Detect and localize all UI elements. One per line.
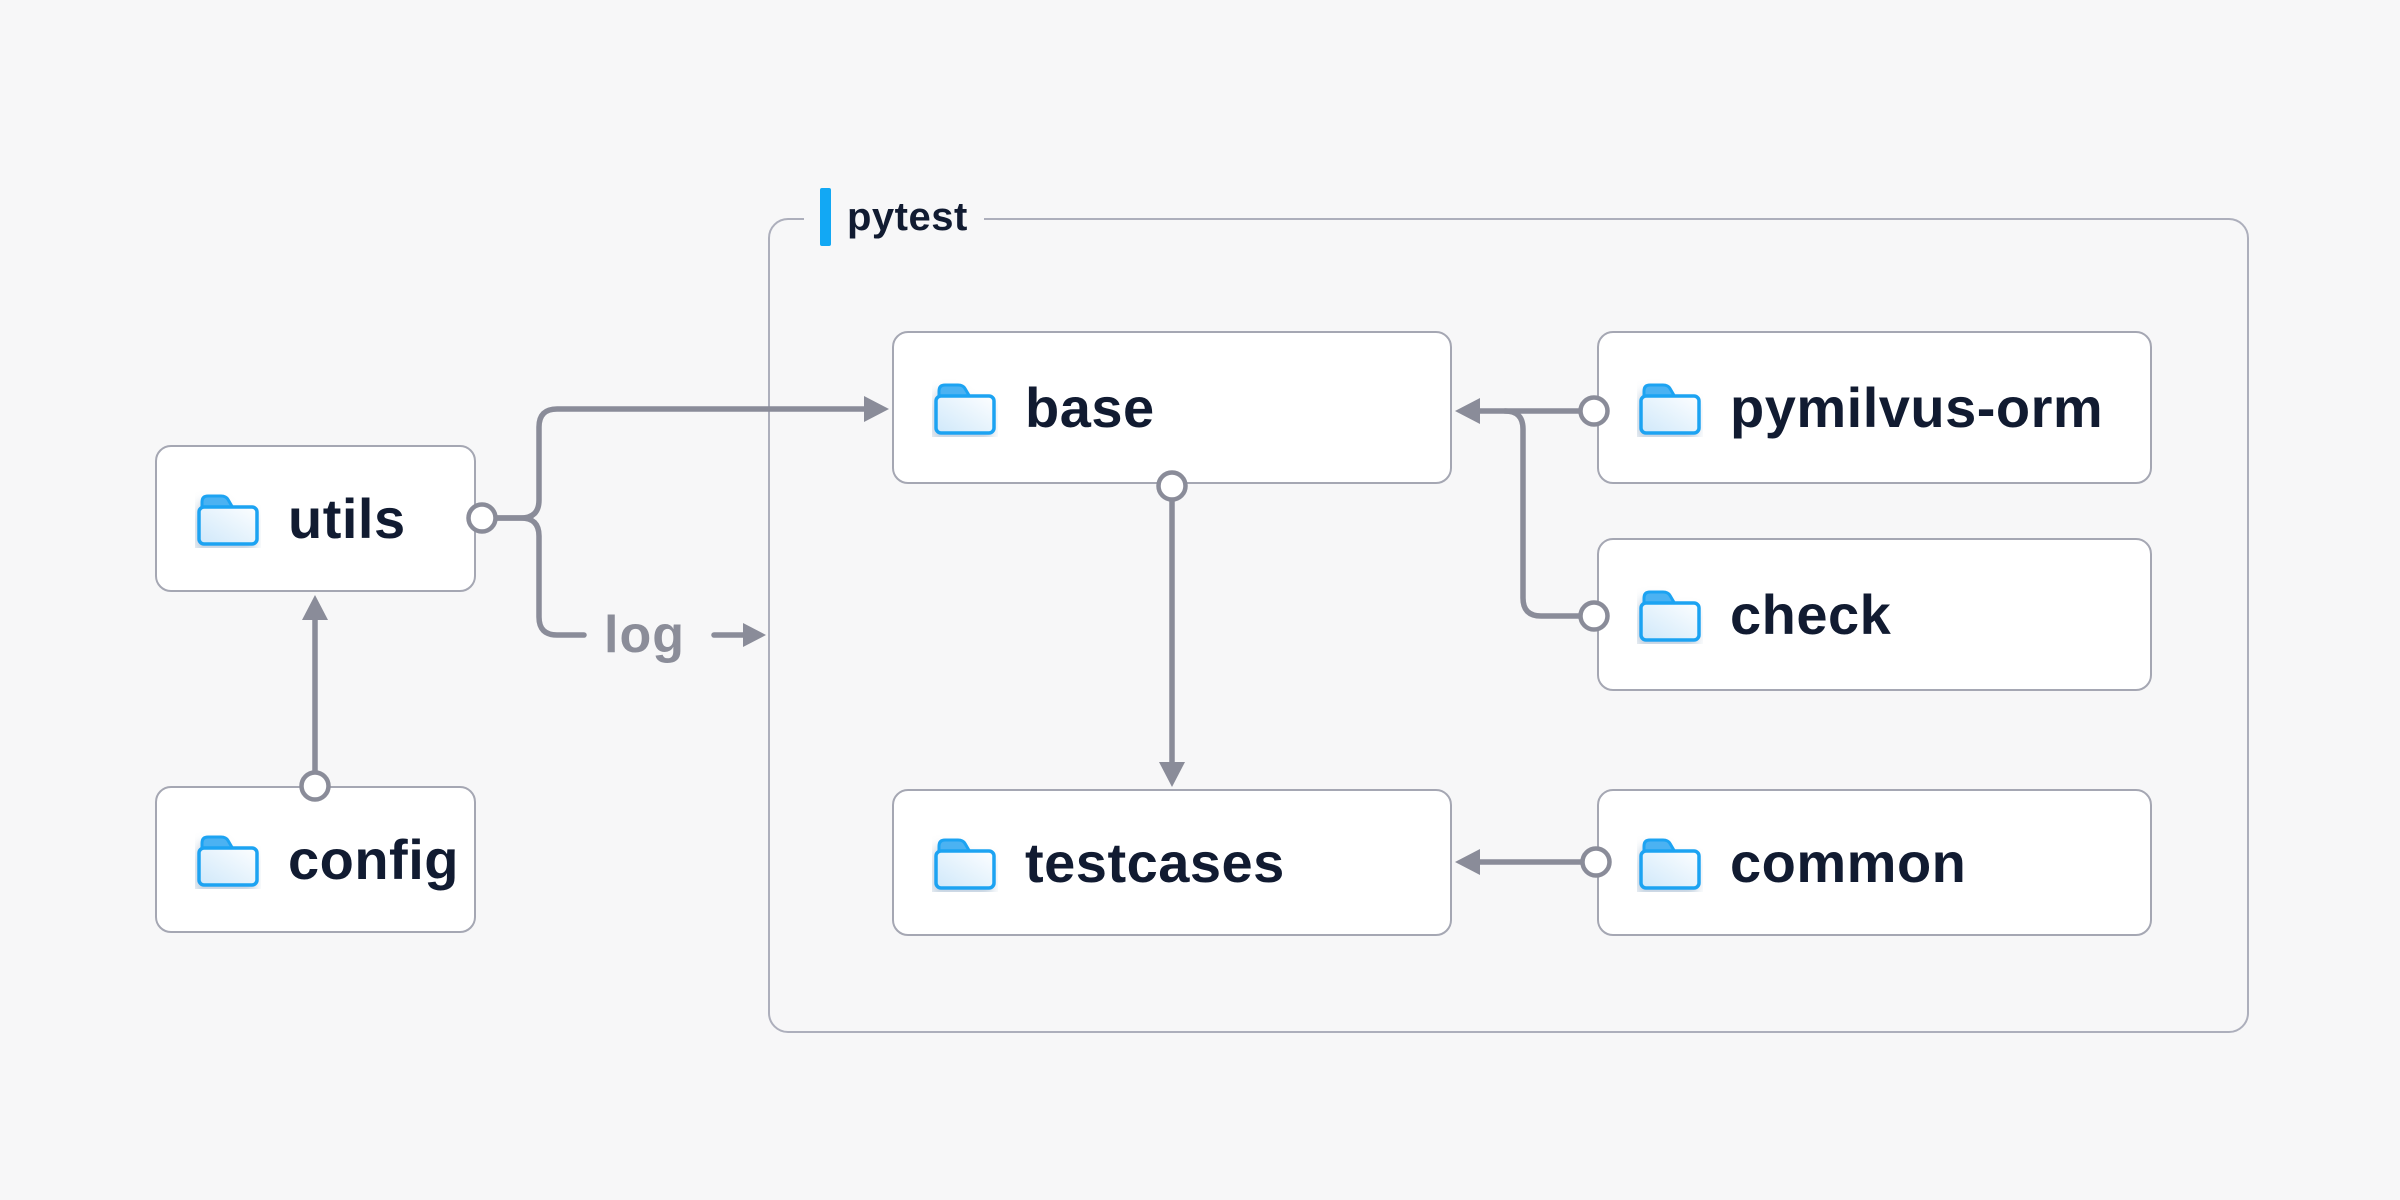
arrowhead-right-small — [743, 623, 766, 647]
pytest-group-box — [768, 218, 2249, 1033]
blue-accent-bar — [820, 188, 831, 246]
node-utils: utils — [155, 445, 476, 592]
folder-icon — [195, 490, 261, 548]
edge-config-to-utils — [299, 595, 331, 802]
node-label: testcases — [1025, 831, 1285, 894]
node-label: config — [288, 828, 459, 891]
pytest-group-label: pytest — [804, 186, 984, 248]
folder-icon — [195, 831, 261, 889]
pytest-group-title: pytest — [847, 194, 968, 239]
node-label: base — [1025, 376, 1155, 439]
node-base: base — [892, 331, 1452, 484]
node-label: common — [1730, 831, 1967, 894]
node-pymilvus-orm: pymilvus-orm — [1597, 331, 2152, 484]
node-testcases: testcases — [892, 789, 1452, 936]
arrowhead-up — [302, 595, 328, 620]
node-label: utils — [288, 487, 406, 550]
edge-label-log: log — [604, 606, 685, 664]
node-label: pymilvus-orm — [1730, 376, 2104, 439]
folder-icon — [932, 834, 998, 892]
node-common: common — [1597, 789, 2152, 936]
node-check: check — [1597, 538, 2152, 691]
node-config: config — [155, 786, 476, 933]
folder-icon — [1637, 834, 1703, 892]
node-label: check — [1730, 583, 1892, 646]
folder-icon — [932, 379, 998, 437]
folder-icon — [1637, 586, 1703, 644]
folder-icon — [1637, 379, 1703, 437]
